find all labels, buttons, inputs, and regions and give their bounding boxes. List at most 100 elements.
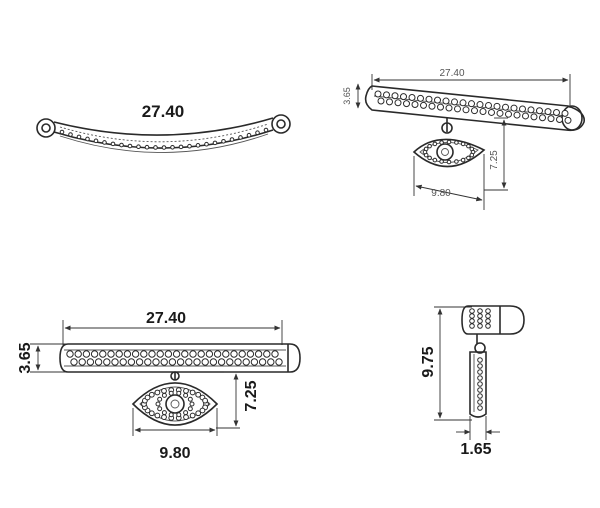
front-eye-charm: [131, 371, 219, 426]
pave-stone: [477, 399, 483, 405]
pave-stone: [85, 136, 90, 142]
pave-stone: [420, 101, 427, 109]
pave-stone: [68, 132, 73, 137]
pave-stone: [471, 107, 478, 115]
pave-stone: [513, 111, 521, 119]
pave-stone: [477, 405, 483, 411]
pave-stone: [460, 157, 466, 163]
pave-stone: [230, 350, 238, 358]
pave-stone: [107, 350, 115, 358]
pave-stone: [493, 102, 501, 110]
front-stone-row: [66, 350, 283, 366]
pave-stone: [250, 358, 259, 366]
pave-stone: [263, 127, 269, 133]
pave-stone: [254, 350, 263, 358]
pave-stone: [82, 350, 91, 358]
pave-stone: [505, 110, 512, 118]
pave-stone: [454, 105, 461, 113]
pave-stone: [510, 104, 518, 112]
pave-stone: [161, 414, 167, 420]
pave-stone: [148, 410, 155, 417]
front-length-label: 27.40: [146, 310, 186, 327]
pave-stone: [99, 350, 107, 358]
pave-stone: [547, 115, 555, 123]
pave-stone: [477, 387, 483, 393]
pave-stone: [476, 101, 484, 109]
pave-stone: [561, 109, 569, 117]
pave-stone: [161, 145, 167, 150]
pave-stone: [212, 140, 218, 146]
pave-stone: [176, 390, 182, 396]
iso-height-label: 3.65: [342, 87, 352, 105]
side-charm: [469, 334, 487, 418]
pave-stone: [466, 143, 471, 149]
pave-stone: [477, 369, 483, 375]
pave-stone: [446, 139, 452, 145]
pave-stone: [154, 412, 161, 419]
pave-stone: [477, 381, 483, 387]
pave-stone: [394, 99, 402, 107]
pave-stone: [530, 113, 538, 121]
pave-stone: [246, 132, 252, 138]
pave-stone: [221, 139, 226, 144]
pave-stone: [86, 358, 95, 366]
pave-stone: [477, 313, 483, 319]
pave-stone: [445, 104, 453, 112]
pave-stone: [485, 308, 491, 314]
pave-stone: [423, 146, 429, 152]
pave-stone: [178, 144, 184, 150]
pave-stone: [76, 134, 82, 140]
side-view: 9.75 1.65: [420, 305, 525, 458]
pave-stone: [446, 159, 452, 165]
pave-stone: [183, 388, 189, 394]
pave-stone: [160, 358, 168, 366]
pave-stone: [183, 392, 189, 398]
pave-stone: [102, 140, 107, 145]
pave-stone: [477, 323, 483, 329]
side-total-height-dimension: 9.75: [420, 306, 472, 421]
pave-stone: [477, 393, 483, 399]
pave-stone: [544, 108, 552, 116]
pave-stone: [536, 107, 543, 115]
pave-stone: [246, 350, 255, 358]
pave-stone: [411, 101, 419, 109]
pave-stone: [454, 140, 459, 145]
pave-stone: [93, 138, 99, 144]
pave-stone: [156, 350, 164, 358]
pave-stone: [189, 412, 196, 419]
pave-stone: [469, 308, 475, 314]
pave-stone: [469, 146, 475, 152]
pave-stone: [176, 412, 182, 418]
pave-stone: [140, 350, 148, 358]
pave-stone: [275, 358, 283, 366]
pave-stone: [183, 410, 189, 416]
pave-stone: [168, 412, 174, 418]
pave-stone: [460, 141, 466, 147]
pave-stone: [189, 350, 197, 358]
pave-stone: [90, 350, 99, 358]
pave-stone: [144, 144, 150, 150]
pave-stone: [183, 414, 189, 420]
front-height-label: 3.65: [17, 342, 34, 373]
pave-stone: [226, 358, 234, 366]
pave-stone: [468, 100, 475, 108]
pave-stone: [462, 106, 470, 114]
iso-height-dimension: 3.65: [342, 83, 361, 109]
top-view: 27.40: [36, 102, 291, 153]
pave-stone: [439, 140, 444, 145]
pave-stone: [154, 389, 161, 396]
pave-stone: [209, 358, 218, 366]
pave-stone: [564, 116, 572, 124]
pave-stone: [170, 145, 175, 150]
pave-stone: [434, 96, 441, 104]
pave-stone: [94, 358, 103, 366]
pave-stone: [222, 350, 230, 358]
pave-stone: [119, 142, 124, 148]
pave-stone: [161, 410, 167, 416]
pave-stone: [519, 105, 526, 113]
pave-stone: [522, 112, 529, 120]
front-view: 27.40 3.65 7.25: [17, 310, 301, 462]
front-height-dimension: 3.65: [17, 342, 68, 374]
front-drop-dimension: 7.25: [216, 371, 260, 429]
pave-stone: [427, 143, 432, 149]
